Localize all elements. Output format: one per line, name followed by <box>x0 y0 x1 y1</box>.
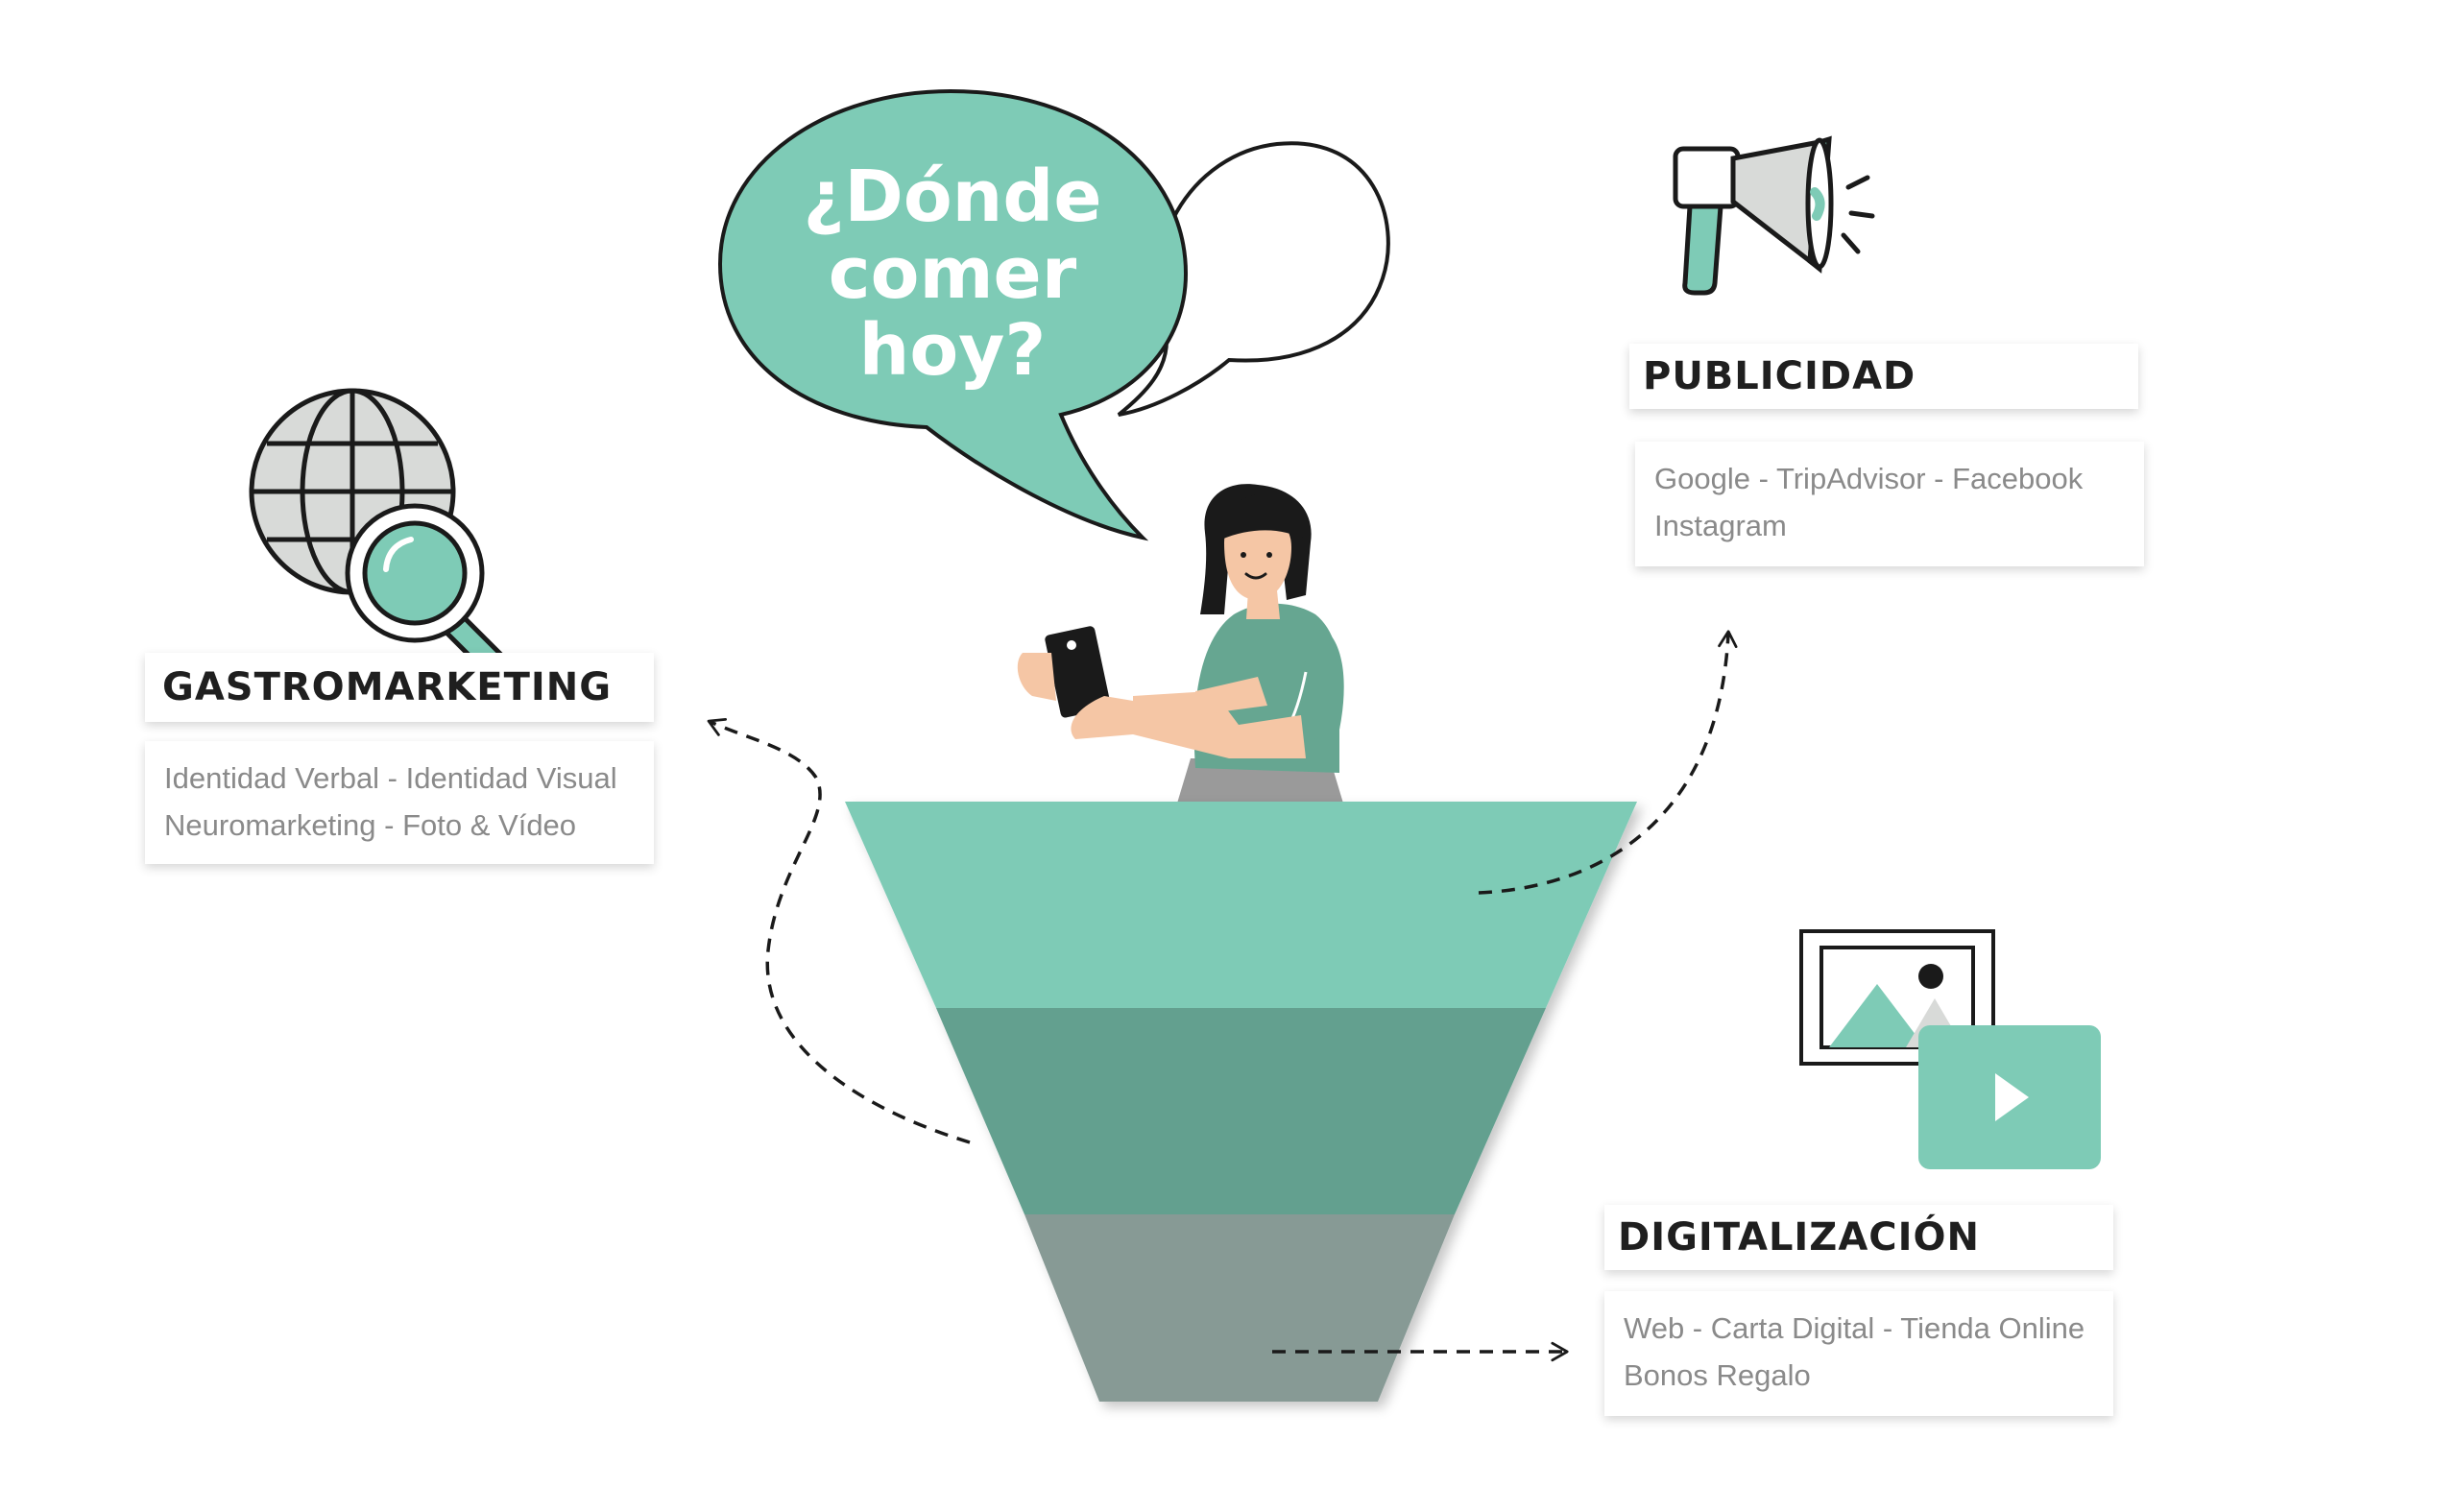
funnel-bottom-layer <box>1024 1214 1455 1402</box>
arrow-to-publicidad <box>1478 630 1738 895</box>
digitalizacion-line-1: Web - Carta Digital - Tienda Online <box>1624 1311 2085 1345</box>
image-video-icon <box>1799 929 2101 1169</box>
speech-bubble-outline <box>1117 141 1390 417</box>
digitalizacion-title-card: DIGITALIZACIÓN <box>1604 1205 2113 1270</box>
speech-line-1: ¿Dónde <box>803 156 1101 238</box>
speech-line-2: comer <box>829 232 1077 315</box>
gastromarketing-desc-card: Identidad Verbal - Identidad Visual Neur… <box>145 741 654 864</box>
gastromarketing-line-2: Neuromarketing - Foto & Vídeo <box>164 808 577 842</box>
funnel-middle-layer <box>936 1008 1546 1214</box>
speech-text: ¿Dónde comer hoy? <box>803 156 1101 392</box>
digitalizacion-title: DIGITALIZACIÓN <box>1618 1215 1980 1260</box>
funnel-top-layer <box>845 802 1637 1008</box>
speech-line-3: hoy? <box>859 309 1047 392</box>
gastromarketing-title: GASTROMARKETING <box>162 665 613 709</box>
gastromarketing-line-1: Identidad Verbal - Identidad Visual <box>164 761 617 795</box>
arrow-to-gastromarketing <box>707 718 971 1144</box>
publicidad-title-card: PUBLICIDAD <box>1629 344 2138 409</box>
speech-bubble-main <box>717 88 1189 541</box>
publicidad-title: PUBLICIDAD <box>1643 354 1916 398</box>
publicidad-line-2: Instagram <box>1654 509 1787 542</box>
publicidad-desc-card: Google - TripAdvisor - Facebook Instagra… <box>1635 442 2144 566</box>
digitalizacion-line-2: Bonos Regalo <box>1624 1358 1811 1392</box>
funnel <box>845 802 1637 1402</box>
megaphone-icon <box>1673 135 1875 296</box>
person-illustration <box>1017 484 1344 806</box>
publicidad-line-1: Google - TripAdvisor - Facebook <box>1654 462 2084 495</box>
digitalizacion-desc-card: Web - Carta Digital - Tienda Online Bono… <box>1604 1291 2113 1416</box>
gastromarketing-title-card: GASTROMARKETING <box>145 653 654 722</box>
globe-search-icon <box>249 388 513 682</box>
